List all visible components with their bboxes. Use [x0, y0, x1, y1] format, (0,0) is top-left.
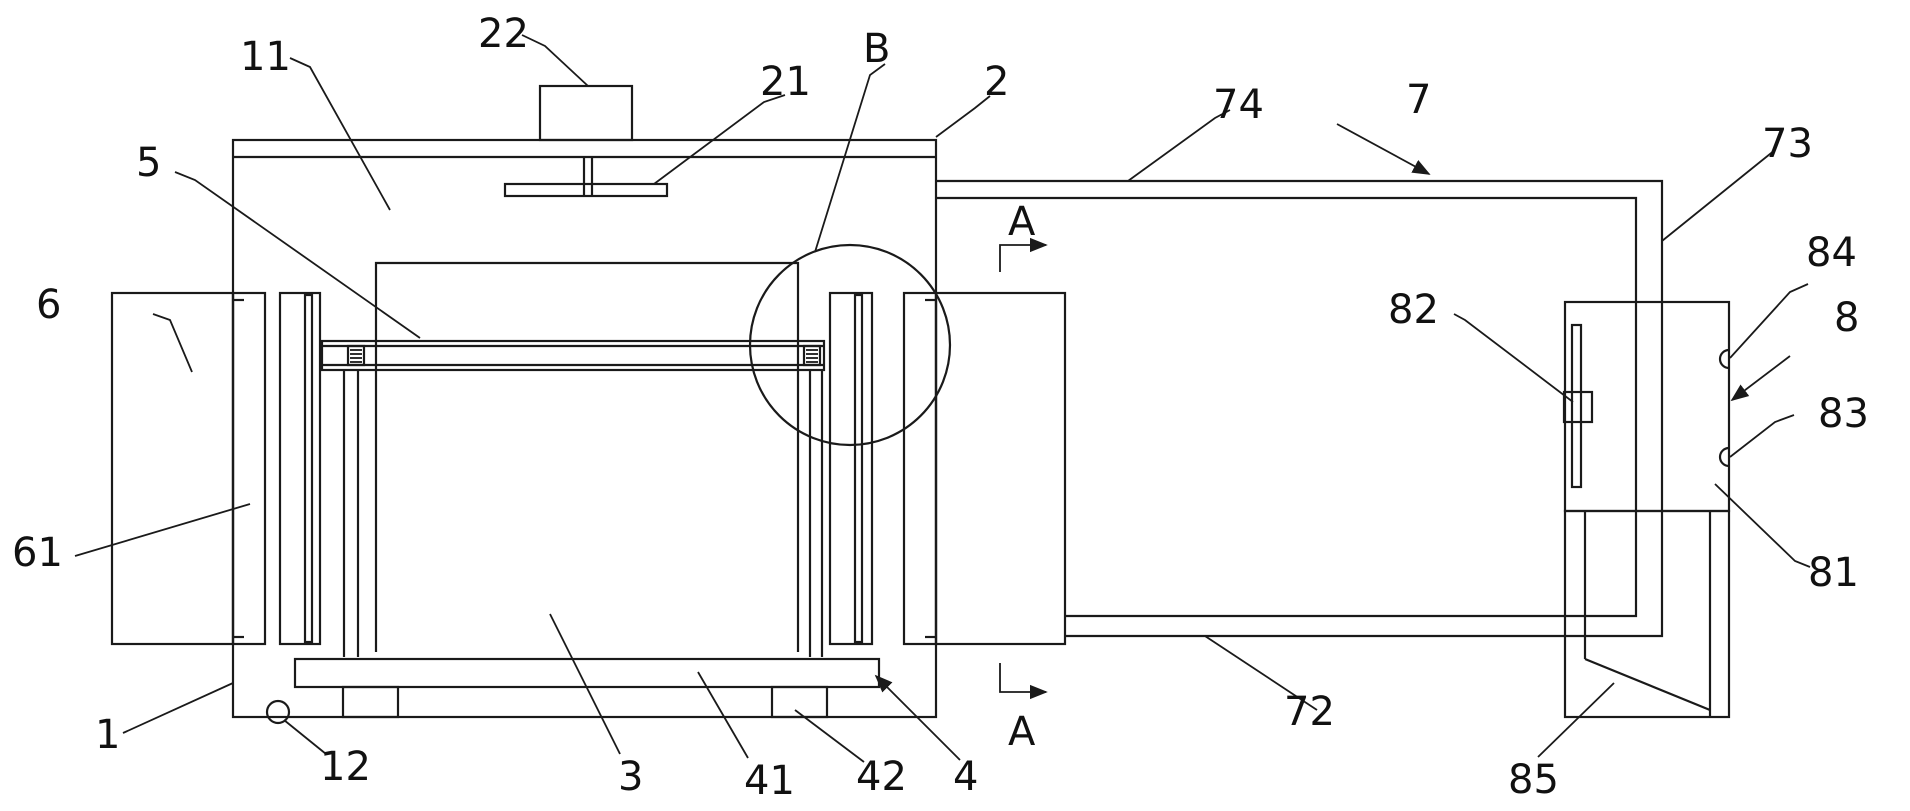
label-6: 6 [36, 282, 61, 328]
label-5: 5 [136, 140, 161, 186]
top-motor [503, 84, 669, 198]
label-1: 1 [95, 712, 120, 758]
label-4: 4 [953, 754, 978, 800]
label-b: B [863, 26, 890, 72]
label-82: 82 [1388, 287, 1439, 333]
reference-labels: 22 11 B 21 2 74 7 73 5 A 84 6 82 8 83 61… [12, 11, 1869, 804]
section-marker-top [999, 237, 1048, 272]
left-guide-rails [231, 291, 322, 646]
label-7: 7 [1406, 77, 1431, 123]
label-2: 2 [984, 59, 1009, 105]
label-3: 3 [618, 754, 643, 800]
inner-chamber [342, 261, 824, 657]
label-a-bottom: A [1008, 709, 1036, 755]
right-guide-rails [828, 291, 938, 646]
section-marker-bottom [999, 663, 1048, 700]
label-11: 11 [240, 34, 291, 80]
label-12: 12 [320, 744, 371, 790]
filter-box [1562, 300, 1731, 513]
label-41: 41 [744, 758, 795, 804]
label-83: 83 [1818, 391, 1869, 437]
label-72: 72 [1284, 689, 1335, 735]
drain-hole [265, 699, 291, 725]
label-84: 84 [1806, 230, 1857, 276]
circulation-duct [936, 179, 1664, 638]
label-22: 22 [478, 11, 529, 57]
label-42: 42 [856, 754, 907, 800]
label-73: 73 [1762, 121, 1813, 167]
label-a-top: A [1008, 199, 1036, 245]
side-doors [110, 291, 1067, 646]
detail-circle-b [748, 243, 952, 447]
label-61: 61 [12, 530, 63, 576]
label-74: 74 [1213, 82, 1264, 128]
label-21: 21 [760, 59, 811, 105]
label-85: 85 [1508, 757, 1559, 803]
sliding-rack [320, 339, 826, 372]
leader-lines [74, 34, 1811, 763]
label-8: 8 [1834, 295, 1859, 341]
collection-tray [1563, 509, 1731, 719]
label-81: 81 [1808, 550, 1859, 596]
